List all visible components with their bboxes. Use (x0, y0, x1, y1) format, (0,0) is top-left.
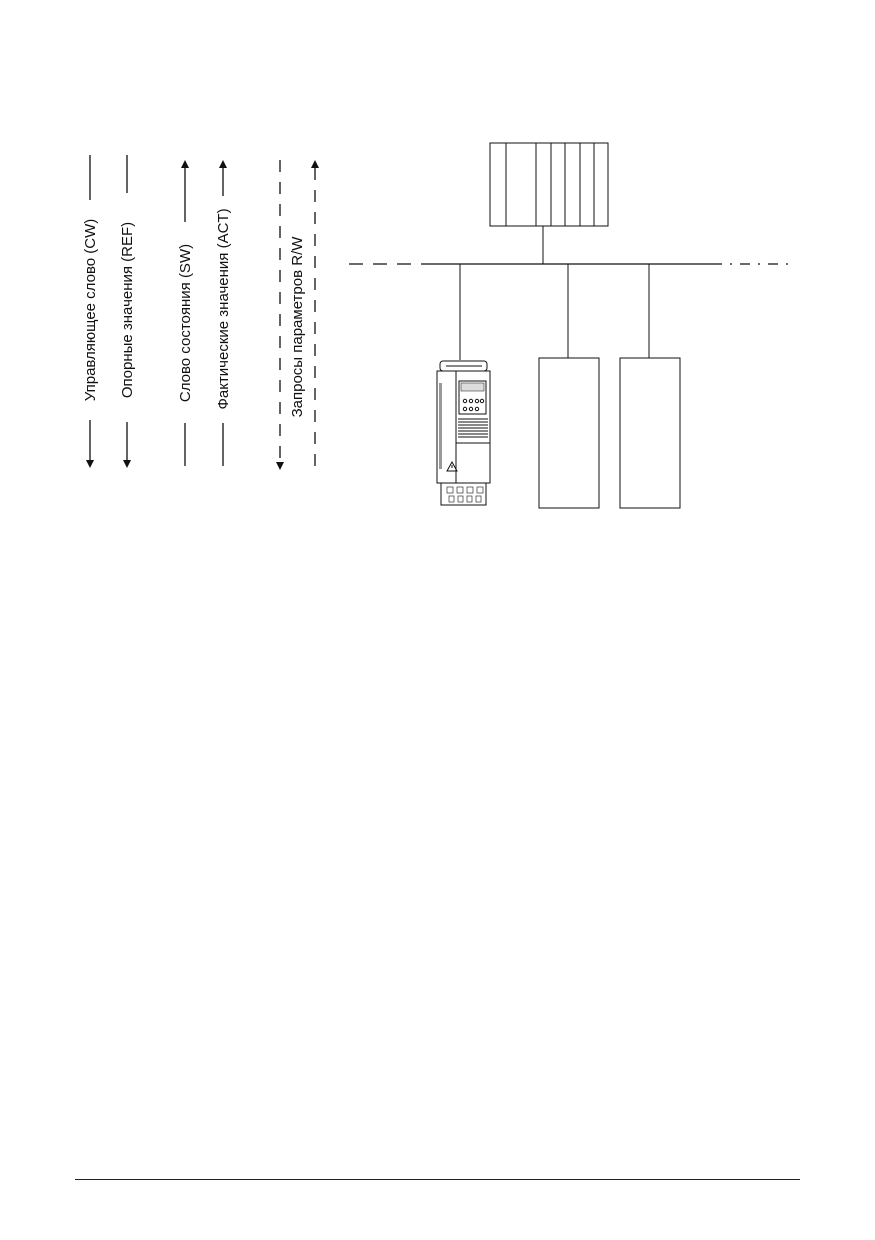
signal-act: Фактические значения (ACT) (215, 160, 232, 466)
signal-ref-label: Опорные значения (REF) (119, 222, 136, 398)
warning-triangle-icon (446, 460, 458, 472)
drive-button (479, 398, 485, 404)
drive-terminal-block (440, 482, 487, 506)
drive-terminal (448, 495, 455, 503)
signal-act-label: Фактические значения (ACT) (215, 208, 232, 409)
drive-terminal (475, 495, 482, 503)
signal-cw-label: Управляющее слово (CW) (82, 219, 99, 402)
drive-button (462, 398, 468, 404)
signal-rw-label: Запросы параметров R/W (289, 236, 306, 418)
signal-sw-label: Слово состояния (SW) (177, 244, 194, 402)
drive-control-panel (458, 380, 487, 415)
drive-terminal (457, 495, 464, 503)
drive-terminal (456, 486, 464, 494)
slave-device-1 (538, 357, 600, 509)
master-controller-rack (489, 142, 609, 264)
frequency-drive (436, 360, 491, 506)
drive-button (462, 406, 468, 412)
rack-frame (489, 142, 609, 227)
drive-button (474, 398, 480, 404)
drive-vent-grille (458, 418, 488, 438)
drive-heatsink (439, 383, 442, 469)
signal-rw: Запросы параметров R/W (276, 160, 319, 470)
signal-sw: Слово состояния (SW) (177, 160, 194, 466)
drive-display (460, 382, 485, 392)
signal-rw-label-bg (288, 230, 310, 420)
drive-terminal (476, 486, 484, 494)
drive-terminal (466, 486, 474, 494)
signal-cw: Управляющее слово (CW) (82, 155, 99, 468)
drive-button (468, 398, 474, 404)
drive-button (468, 406, 474, 412)
signal-ref: Опорные значения (REF) (119, 155, 136, 468)
drive-terminal (446, 486, 454, 494)
slave-device-2 (619, 357, 681, 509)
footer-rule (75, 1179, 800, 1180)
drive-terminal (466, 495, 473, 503)
drive-button (474, 406, 480, 412)
signal-legend: Управляющее слово (CW) Опорные значения … (82, 155, 319, 470)
